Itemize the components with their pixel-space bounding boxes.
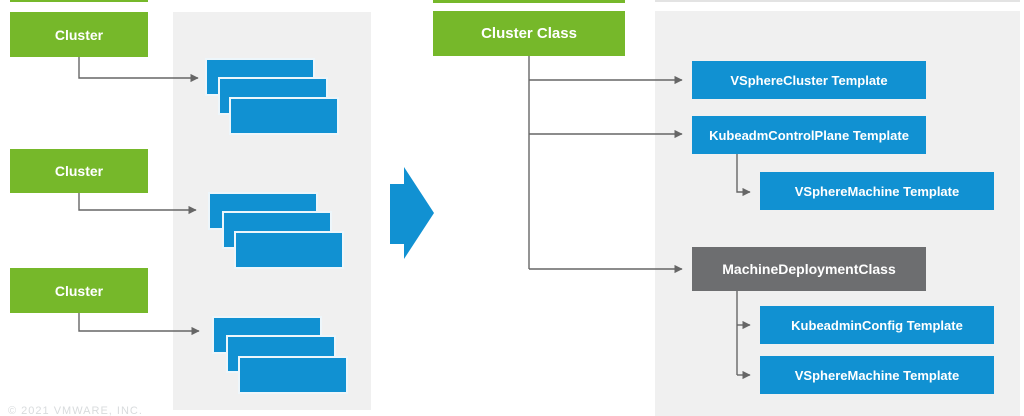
template-label: MachineDeploymentClass (722, 261, 896, 277)
template-label: KubeadminConfig Template (791, 317, 963, 333)
cropped-box-edge (433, 0, 625, 3)
cluster-class-label: Cluster Class (481, 25, 577, 42)
cluster-box-1: Cluster (10, 12, 148, 57)
template-label: KubeadmControlPlane Template (709, 127, 909, 143)
cluster-box-3: Cluster (10, 268, 148, 313)
template-box-kubeadminconfig: KubeadminConfig Template (760, 306, 994, 344)
cropped-box-edge (10, 0, 148, 2)
cluster-box-3-label: Cluster (54, 282, 104, 299)
template-label: VSphereMachine Template (794, 183, 960, 199)
cropped-panel-edge (655, 0, 1020, 2)
cluster-class-box: Cluster Class (433, 11, 625, 56)
transform-right-arrow-icon (390, 167, 434, 259)
machinedeploymentclass-box: MachineDeploymentClass (692, 247, 926, 291)
stack1-card-3 (229, 97, 339, 135)
stack2-card-3 (234, 231, 344, 269)
cluster-box-2-label: Cluster (54, 163, 104, 179)
template-box-vspheremachine-2: VSphereMachine Template (760, 356, 994, 394)
cluster-box-1-label: Cluster (54, 26, 104, 43)
template-box-vspherecluster: VSphereCluster Template (692, 61, 926, 99)
template-box-kubeadmcontrolplane: KubeadmControlPlane Template (692, 116, 926, 154)
template-box-vspheremachine-1: VSphereMachine Template (760, 172, 994, 210)
copyright-watermark: © 2021 VMWARE, INC. (8, 405, 143, 416)
stack3-card-3 (238, 356, 348, 394)
template-label: VSphereMachine Template (794, 367, 960, 383)
cluster-box-2: Cluster (10, 149, 148, 193)
template-label: VSphereCluster Template (730, 72, 888, 88)
